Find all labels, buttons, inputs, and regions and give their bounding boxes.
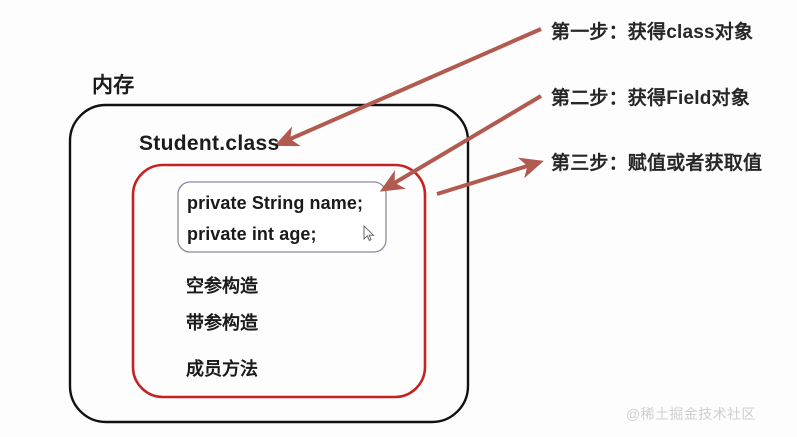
field-declaration-line: private int age; [187, 224, 317, 244]
mouse-pointer-icon [363, 225, 375, 242]
class-member-item: 带参构造 [186, 313, 258, 333]
class-member-item: 空参构造 [186, 276, 258, 296]
watermark: @稀土掘金技术社区 [626, 406, 756, 422]
field-declaration-line: private String name; [187, 193, 364, 213]
memory-label: 内存 [92, 74, 135, 97]
class-body-box [131, 163, 427, 399]
arrow-step-2 [379, 94, 543, 192]
memory-box [68, 103, 470, 424]
class-member-item: 成员方法 [186, 359, 258, 379]
annotation-label-step-3: 第三步：赋值或者获取值 [551, 153, 763, 174]
fields-code-box [177, 181, 387, 253]
annotation-label-step-1: 第一步：获得class对象 [551, 22, 754, 43]
annotation-label-step-2: 第二步：获得Field对象 [551, 88, 750, 109]
arrow-step-1 [274, 27, 542, 147]
arrow-step-3 [436, 157, 544, 196]
class-name-label: Student.class [139, 132, 280, 155]
